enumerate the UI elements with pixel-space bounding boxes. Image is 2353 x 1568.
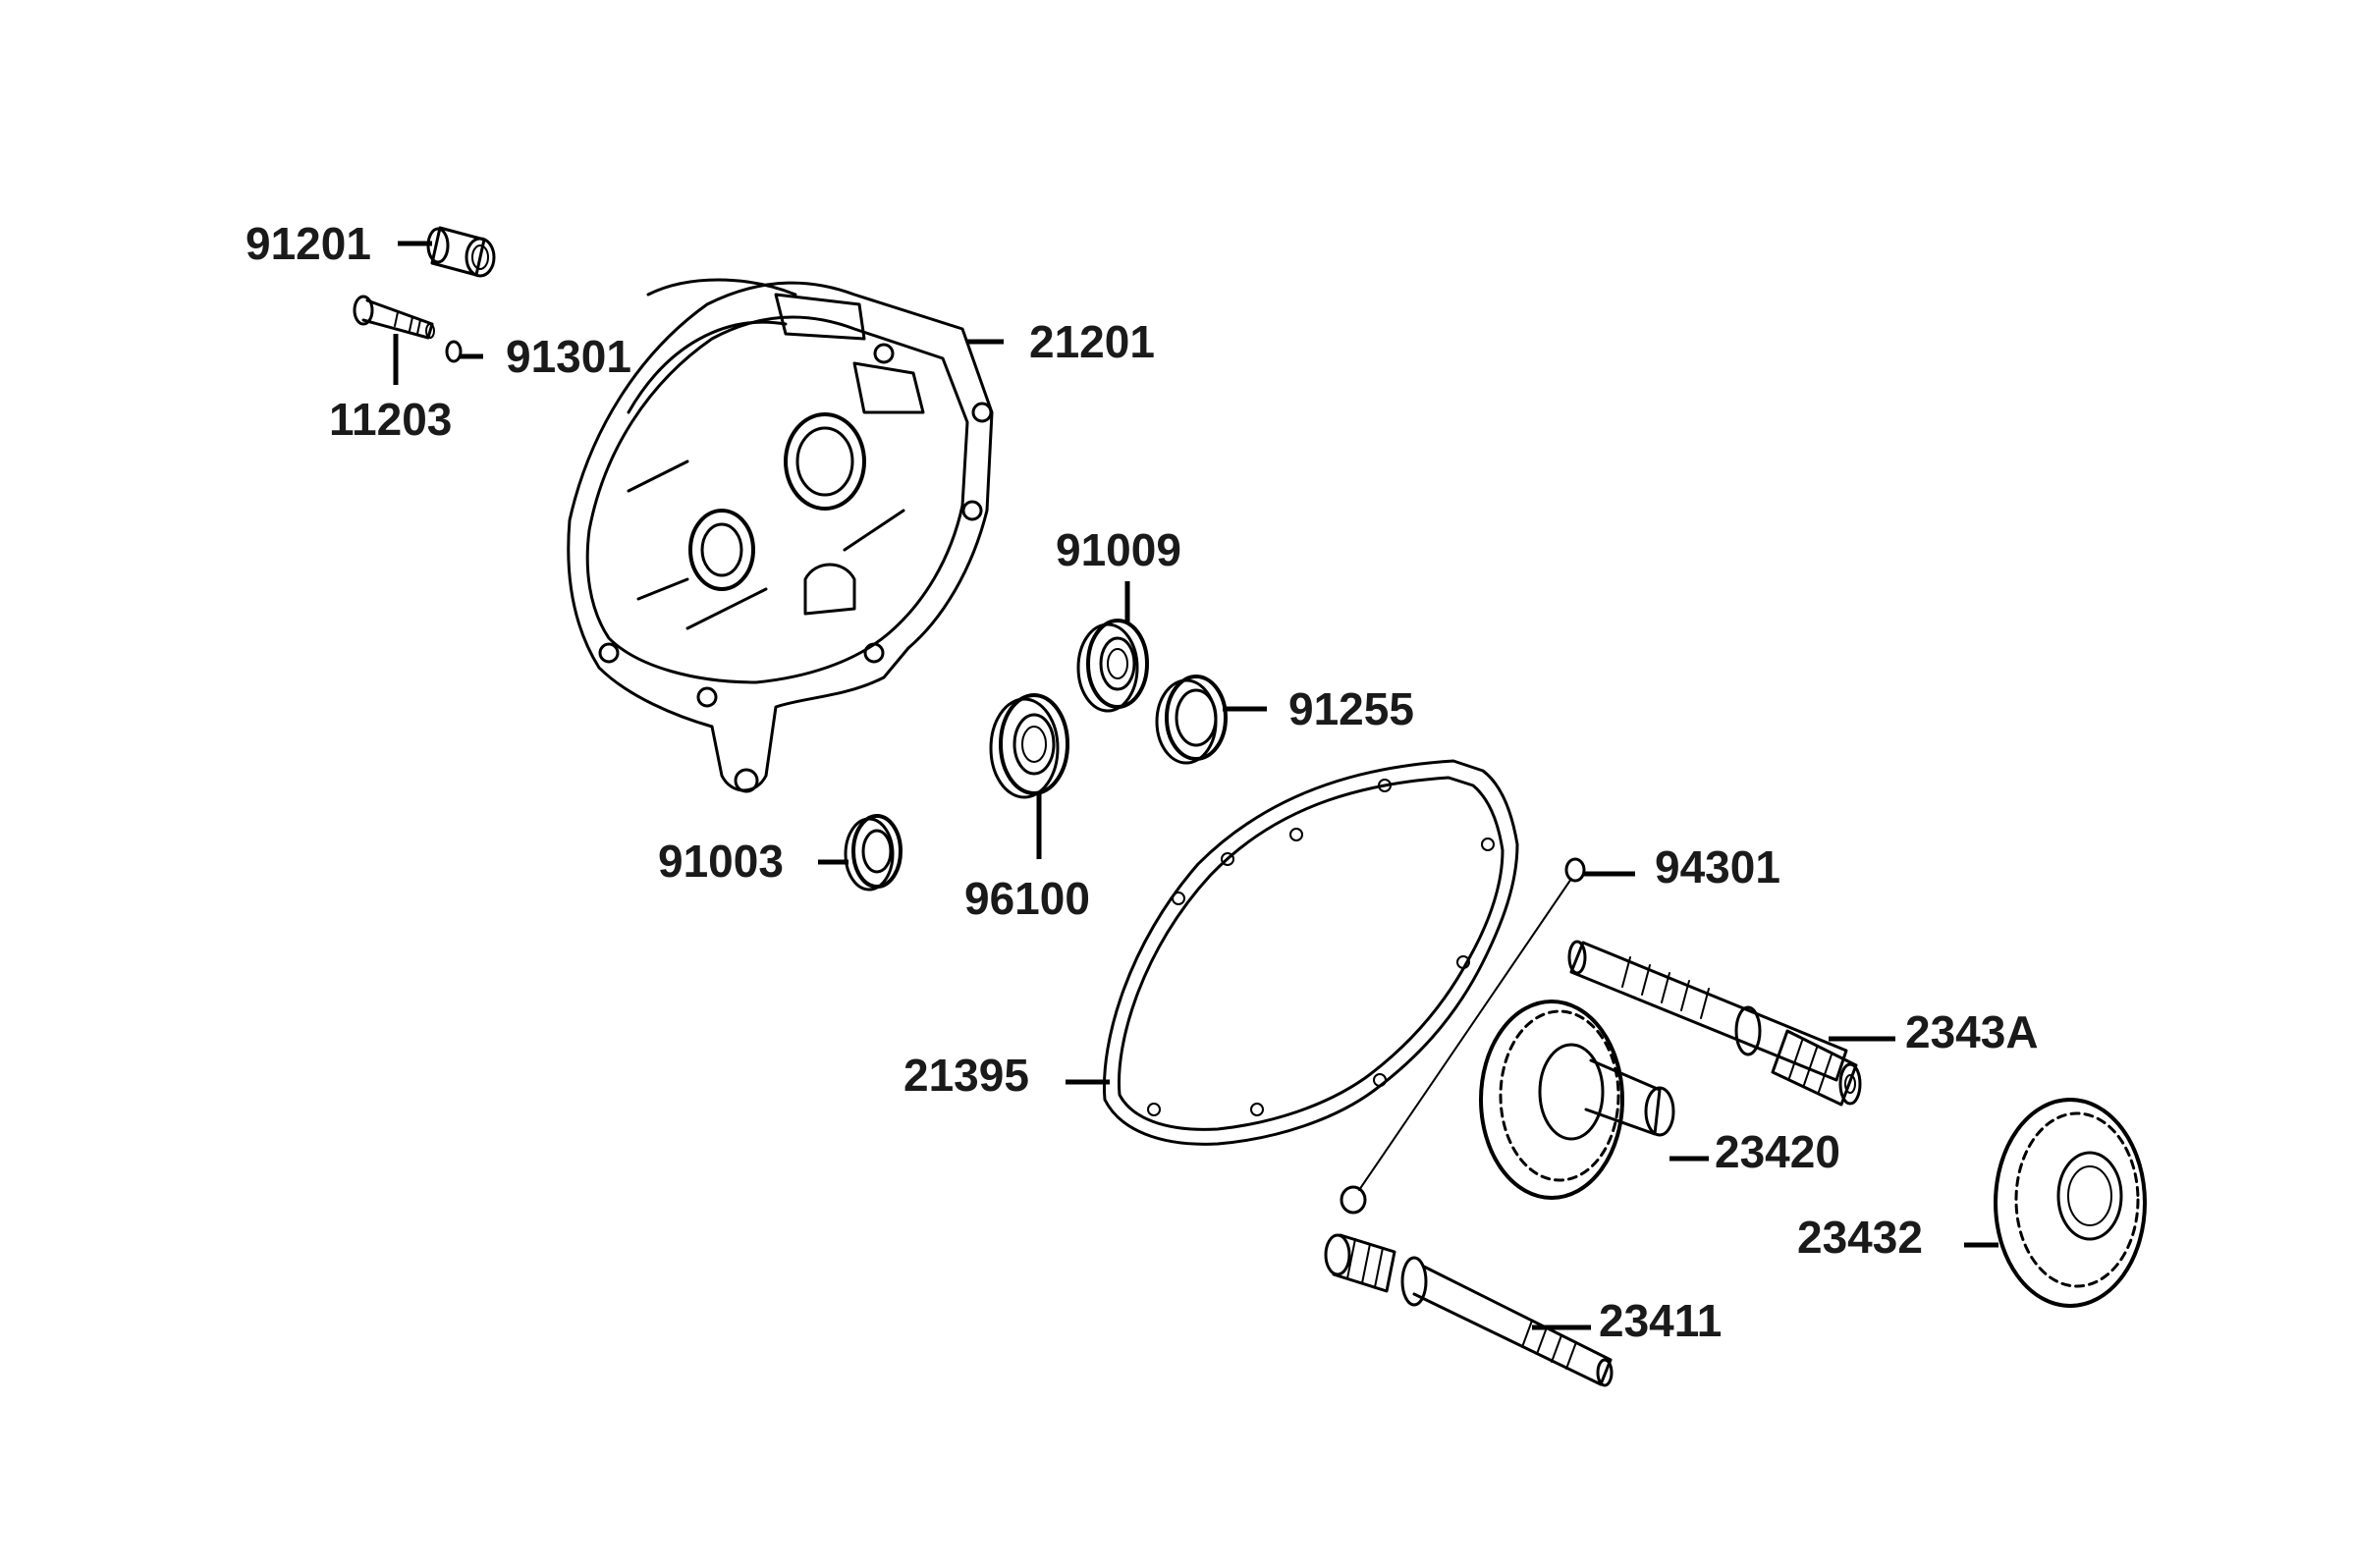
- label-91201: 91201: [246, 218, 371, 269]
- label-91255: 91255: [1288, 683, 1414, 734]
- label-94301: 94301: [1655, 841, 1780, 892]
- part-91201-bushing: [426, 226, 496, 278]
- label-21201: 21201: [1029, 316, 1155, 367]
- part-96100-bearing: [989, 693, 1069, 799]
- label-23420: 23420: [1715, 1126, 1840, 1177]
- part-91255-seal: [1155, 675, 1228, 765]
- label-21395: 21395: [903, 1050, 1029, 1101]
- part-21395-gasket: [1102, 759, 1519, 1146]
- part-11203-pin: [353, 295, 435, 340]
- part-21201-transmission-cover: [567, 278, 994, 793]
- part-94301-dowel-pin: [1340, 857, 1586, 1215]
- leader-lines: [393, 241, 1998, 1330]
- part-91009-bearing: [1076, 619, 1149, 713]
- part-23432-gear: [1994, 1098, 2147, 1308]
- label-91301: 91301: [506, 331, 631, 382]
- label-91003: 91003: [658, 836, 784, 887]
- label-11203: 11203: [329, 394, 452, 445]
- part-91301-oring: [445, 340, 463, 363]
- label-91009: 91009: [1056, 524, 1181, 575]
- label-96100: 96100: [964, 873, 1090, 924]
- part-2343A-shaft: [1567, 940, 1862, 1107]
- label-23432: 23432: [1797, 1212, 1923, 1263]
- part-23420-gear: [1479, 1000, 1675, 1200]
- label-23411: 23411: [1599, 1295, 1722, 1346]
- label-2343A: 2343A: [1905, 1006, 2039, 1057]
- part-91003-bearing: [844, 814, 903, 892]
- part-23411-shaft: [1324, 1233, 1614, 1387]
